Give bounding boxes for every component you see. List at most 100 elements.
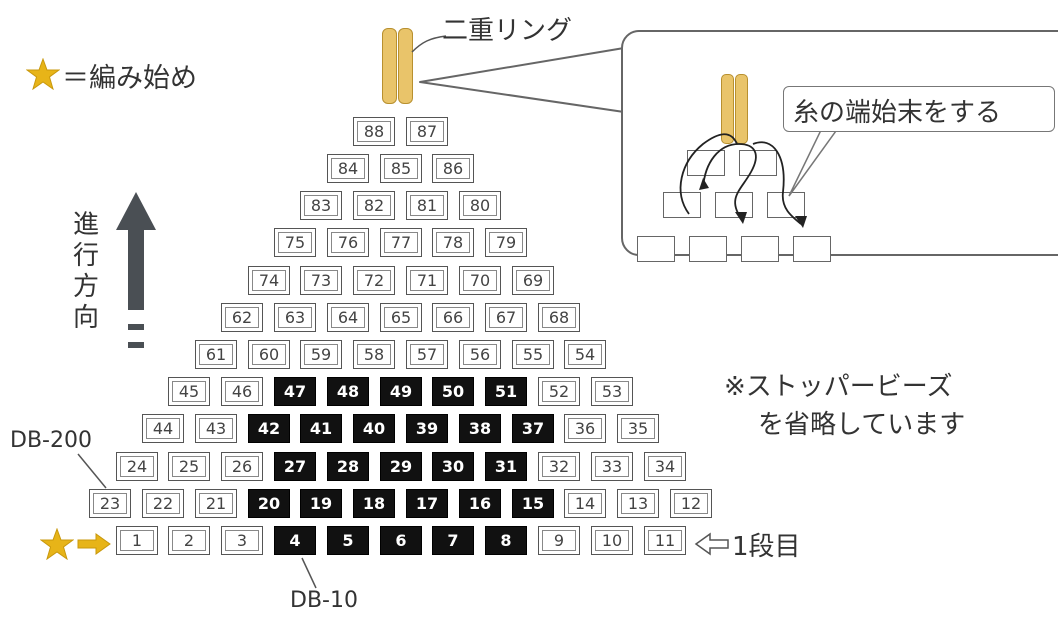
bead: 87 (406, 117, 448, 146)
bead: 21 (195, 489, 237, 518)
star-icon (26, 58, 60, 90)
bead-dark: 19 (300, 489, 342, 518)
callout-bead (689, 236, 727, 262)
bead-dark: 17 (406, 489, 448, 518)
bead: 33 (591, 452, 633, 481)
bead-dark: 48 (327, 377, 369, 406)
bead: 36 (564, 414, 606, 443)
bead-dark: 38 (459, 414, 501, 443)
callout-bead (715, 192, 753, 218)
callout-bead (793, 236, 831, 262)
bead: 75 (274, 228, 316, 257)
bead-dark: 50 (432, 377, 474, 406)
bead: 85 (380, 154, 422, 183)
bead: 35 (617, 414, 659, 443)
callout-bead (739, 150, 777, 176)
callout-ring (721, 74, 751, 144)
bead: 61 (195, 340, 237, 369)
bead: 56 (459, 340, 501, 369)
db10-label: DB-10 (290, 588, 358, 613)
callout-bead (637, 236, 675, 262)
bead: 57 (406, 340, 448, 369)
bead: 60 (248, 340, 290, 369)
bead: 44 (142, 414, 184, 443)
bead: 65 (380, 303, 422, 332)
double-ring (382, 28, 416, 104)
bead-dark: 4 (274, 526, 316, 555)
bead: 80 (459, 191, 501, 220)
bead: 81 (406, 191, 448, 220)
db200-label: DB-200 (10, 428, 92, 453)
bead: 79 (485, 228, 527, 257)
bead: 1 (116, 526, 158, 555)
bead: 2 (168, 526, 210, 555)
callout-bead (767, 192, 805, 218)
bead: 71 (406, 266, 448, 295)
bead-dark: 27 (274, 452, 316, 481)
bead-dark: 18 (353, 489, 395, 518)
bead: 26 (221, 452, 263, 481)
bead-dark: 41 (300, 414, 342, 443)
bead: 74 (248, 266, 290, 295)
bead: 78 (432, 228, 474, 257)
bead-dark: 15 (512, 489, 554, 518)
bead: 88 (353, 117, 395, 146)
thread-end-label: 糸の端始末をする (793, 98, 1002, 128)
bead: 14 (564, 489, 606, 518)
bead: 67 (485, 303, 527, 332)
db10-leader-line (301, 557, 317, 589)
bead: 70 (459, 266, 501, 295)
note-line-2: を省略しています (758, 410, 966, 440)
bead: 53 (591, 377, 633, 406)
start-legend-label: ＝編み始め (62, 63, 197, 94)
up-arrow-icon (116, 192, 156, 348)
bead: 32 (538, 452, 580, 481)
bead-dark: 28 (327, 452, 369, 481)
bead: 43 (195, 414, 237, 443)
note-line-1: ※ストッパービーズ (724, 372, 953, 402)
bead: 58 (353, 340, 395, 369)
bead-dark: 39 (406, 414, 448, 443)
bead: 46 (221, 377, 263, 406)
bead: 62 (221, 303, 263, 332)
bead: 13 (617, 489, 659, 518)
bead: 23 (89, 489, 131, 518)
left-arrow-icon (694, 532, 729, 556)
row1-label: 1段目 (732, 532, 801, 562)
db200-leader-line (77, 453, 107, 489)
bead-dark: 42 (248, 414, 290, 443)
bead: 3 (221, 526, 263, 555)
bead-dark: 37 (512, 414, 554, 443)
bead: 25 (168, 452, 210, 481)
bead-dark: 16 (459, 489, 501, 518)
bead: 55 (512, 340, 554, 369)
bead: 63 (274, 303, 316, 332)
bead-dark: 29 (380, 452, 422, 481)
bead: 66 (432, 303, 474, 332)
direction-text: 進 行 方 向 (72, 210, 99, 333)
ring-leader-line (411, 35, 447, 53)
right-arrow-icon (77, 533, 111, 555)
bead-dark: 49 (380, 377, 422, 406)
bead: 11 (644, 526, 686, 555)
tag-pointer (788, 123, 842, 197)
detail-callout: 糸の端始末をする (621, 30, 1058, 262)
bead-dark: 51 (485, 377, 527, 406)
bead: 83 (300, 191, 342, 220)
bead-dark: 8 (485, 526, 527, 555)
bead: 73 (300, 266, 342, 295)
bead: 82 (353, 191, 395, 220)
bead: 86 (432, 154, 474, 183)
bead: 54 (564, 340, 606, 369)
callout-bead (741, 236, 779, 262)
bead-dark: 20 (248, 489, 290, 518)
bead-dark: 30 (432, 452, 474, 481)
bead: 59 (300, 340, 342, 369)
bead: 22 (142, 489, 184, 518)
bead: 45 (168, 377, 210, 406)
bead: 84 (327, 154, 369, 183)
bead: 68 (538, 303, 580, 332)
bead-dark: 7 (432, 526, 474, 555)
bead: 24 (116, 452, 158, 481)
